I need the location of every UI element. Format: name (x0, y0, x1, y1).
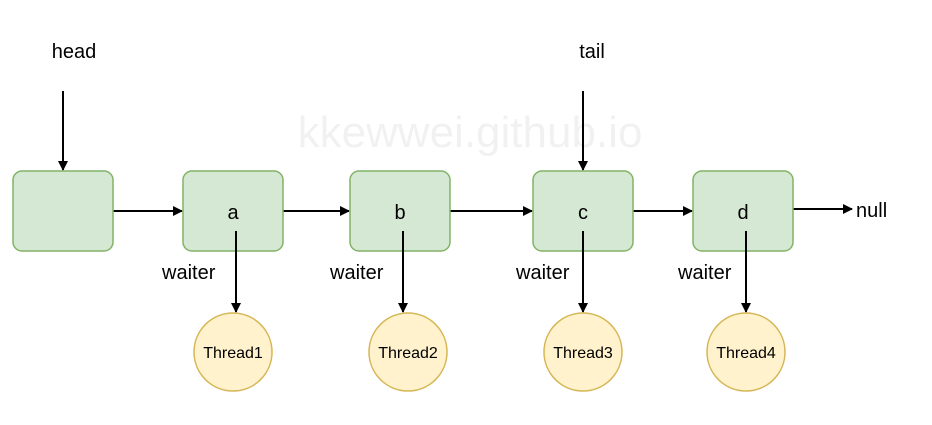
thread-label: Thread1 (203, 345, 263, 362)
waiter-label: waiter (677, 262, 732, 284)
thread-3: Thread3 (543, 312, 623, 392)
thread-label: Thread4 (716, 345, 776, 362)
node-label: b (394, 202, 405, 224)
waiter-label: waiter (161, 262, 216, 284)
thread-circle (193, 312, 273, 392)
tail-label: tail (579, 41, 605, 63)
node-box (182, 170, 284, 252)
queue-node-b: b (349, 170, 451, 252)
waiter-label: waiter (329, 262, 384, 284)
thread-2: Thread2 (368, 312, 448, 392)
thread-1: Thread1 (193, 312, 273, 392)
thread-circle (543, 312, 623, 392)
node-label: d (737, 202, 748, 224)
head-label: head (52, 41, 97, 63)
thread-circle (706, 312, 786, 392)
waiter-label: waiter (515, 262, 570, 284)
queue-node-a: a (182, 170, 284, 252)
queue-node-head (12, 170, 114, 252)
watermark: kkewwei.github.io (298, 108, 643, 157)
node-box (12, 170, 114, 252)
thread-label: Thread3 (553, 345, 613, 362)
queue-node-d: d (692, 170, 794, 252)
thread-4: Thread4 (706, 312, 786, 392)
node-box (692, 170, 794, 252)
thread-circle (368, 312, 448, 392)
node-label: a (227, 202, 239, 224)
node-label: c (578, 202, 588, 224)
thread-label: Thread2 (378, 345, 438, 362)
node-box (349, 170, 451, 252)
null-label: null (856, 200, 887, 222)
